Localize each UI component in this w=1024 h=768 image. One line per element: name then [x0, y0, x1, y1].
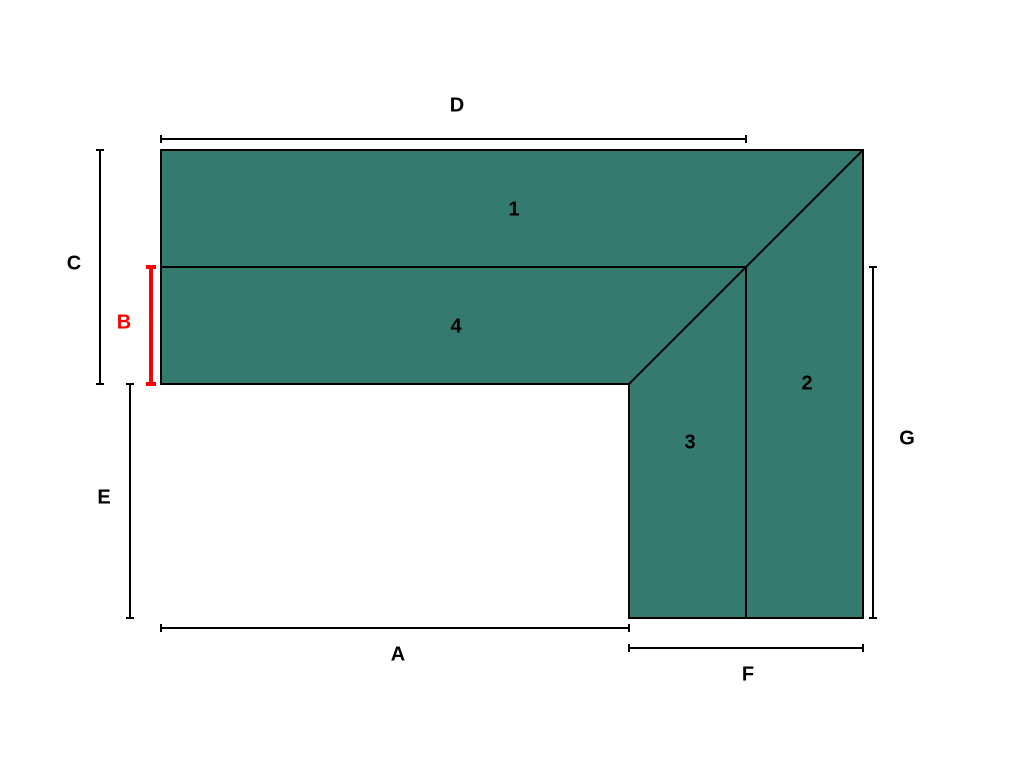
- dimension-label-b: B: [117, 311, 131, 333]
- l-shape: [160, 149, 864, 619]
- section-label-1: 1: [508, 198, 519, 220]
- dimension-line-b: [146, 265, 156, 386]
- dimension-line-d: [160, 135, 747, 143]
- dimension-line-c: [96, 149, 104, 385]
- dimension-label-g: G: [899, 427, 915, 449]
- dimension-line-a: [160, 624, 630, 632]
- dimension-label-f: F: [742, 663, 754, 685]
- section-label-3: 3: [684, 431, 695, 453]
- dimension-line-g: [869, 266, 877, 619]
- section-label-4: 4: [450, 315, 462, 337]
- miter-diagonal: [628, 149, 864, 385]
- dimension-label-c: C: [67, 252, 81, 274]
- section-label-2: 2: [801, 372, 812, 394]
- dimension-label-a: A: [391, 643, 405, 665]
- dimension-line-f: [628, 644, 864, 652]
- dimension-line-e: [126, 383, 134, 619]
- dimension-lines: [96, 135, 877, 652]
- dimension-label-e: E: [97, 486, 110, 508]
- dimension-label-d: D: [450, 94, 464, 116]
